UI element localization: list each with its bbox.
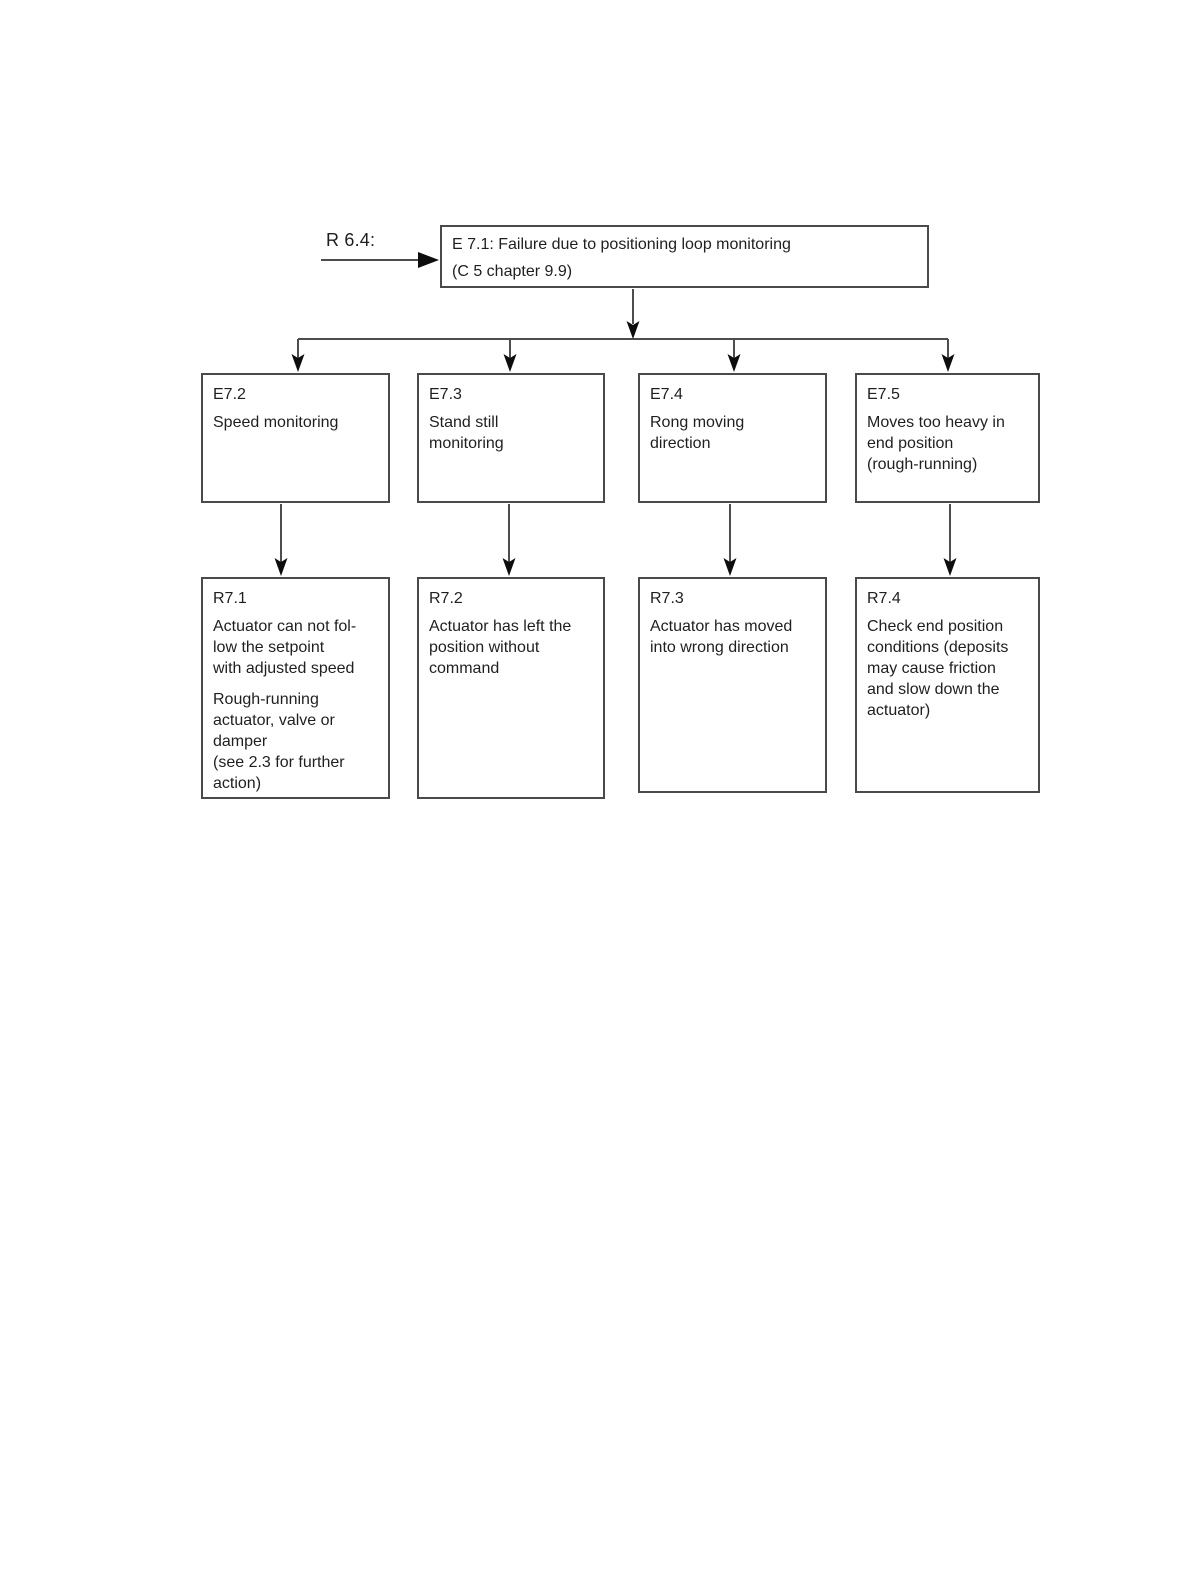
remedy-box-paragraph-1: Check end position conditions (deposits … [867, 618, 1009, 719]
error-box-id: E7.4 [650, 386, 683, 403]
root-box-subtitle: (C 5 chapter 9.9) [452, 263, 573, 280]
arrowhead-r73 [723, 558, 737, 576]
error-box-e7-3: E7.3 Stand still monitoring [417, 373, 605, 503]
error-box-text: Speed monitoring [213, 414, 339, 431]
remedy-box-paragraph-1: Actuator has left the position without c… [429, 618, 572, 677]
error-box-id: E7.5 [867, 386, 900, 403]
error-box-id: E7.2 [213, 386, 246, 403]
remedy-box-paragraph-1: Actuator can not fol- low the setpoint w… [213, 618, 357, 677]
root-failure-box: E 7.1: Failure due to positioning loop m… [440, 225, 929, 288]
remedy-box-r7-2: R7.2 Actuator has left the position with… [417, 577, 605, 799]
remedy-box-r7-1: R7.1 Actuator can not fol- low the setpo… [201, 577, 390, 799]
remedy-box-r7-4: R7.4 Check end position conditions (depo… [855, 577, 1040, 793]
remedy-box-id: R7.4 [867, 590, 901, 607]
error-box-id: E7.3 [429, 386, 462, 403]
remedy-box-r7-3: R7.3 Actuator has moved into wrong direc… [638, 577, 827, 793]
error-box-e7-4: E7.4 Rong moving direction [638, 373, 827, 503]
remedy-box-id: R7.3 [650, 590, 684, 607]
arrowhead-r72 [502, 558, 516, 576]
arrowhead-e74 [727, 354, 741, 372]
arrowhead-e73 [503, 354, 517, 372]
error-box-text: Stand still monitoring [429, 414, 504, 452]
remedy-box-paragraph-1: Actuator has moved into wrong direction [650, 618, 793, 656]
ref-arrowhead [418, 252, 439, 268]
root-box-title: E 7.1: Failure due to positioning loop m… [452, 236, 791, 253]
remedy-box-id: R7.1 [213, 590, 247, 607]
arrowhead-r71 [274, 558, 288, 576]
error-box-e7-5: E7.5 Moves too heavy in end position (ro… [855, 373, 1040, 503]
error-box-text: Rong moving direction [650, 414, 745, 452]
arrowhead-r74 [943, 558, 957, 576]
arrowhead-e75 [941, 354, 955, 372]
error-box-text: Moves too heavy in end position (rough-r… [867, 414, 1005, 473]
remedy-box-id: R7.2 [429, 590, 463, 607]
arrowhead-e72 [291, 354, 305, 372]
root-arrowhead [626, 321, 640, 339]
reference-label: R 6.4: [326, 230, 376, 250]
remedy-box-paragraph-2: Rough-running actuator, valve or damper … [213, 691, 345, 792]
error-box-e7-2: E7.2 Speed monitoring [201, 373, 390, 503]
